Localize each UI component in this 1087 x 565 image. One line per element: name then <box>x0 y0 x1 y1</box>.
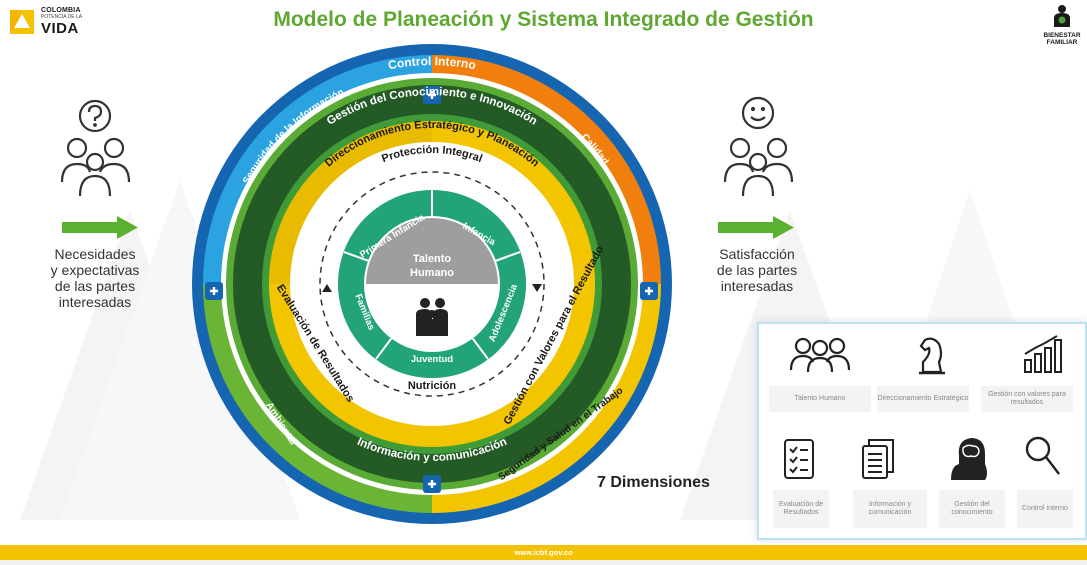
dimension-label-direccionamiento: Direccionamiento Estratégico <box>877 386 969 412</box>
dimensions-panel: Talento Humano Direccionamiento Estratég… <box>757 322 1087 540</box>
dimensions-title: 7 Dimensiones <box>597 474 710 491</box>
control-interno-label: Control Interno <box>387 54 477 72</box>
colombia-logo-mark-icon <box>10 9 34 34</box>
juventud-label: Juventud <box>411 354 453 365</box>
right-arrow-icon <box>718 216 794 239</box>
icbf-family-icon <box>1054 5 1070 27</box>
footer-bottom-line <box>0 560 1087 565</box>
dimension-label-control-interno: Control interno <box>1017 490 1073 528</box>
dimension-label-evaluacion: Evaluación de Resultados <box>773 490 829 528</box>
page-title: Modelo de Planeación y Sistema Integrado… <box>273 8 814 31</box>
icbf-logo: BIENESTAR FAMILIAR <box>1040 4 1084 47</box>
family-icon <box>416 298 448 336</box>
chess-knight-icon <box>919 337 945 375</box>
left-arrow-icon <box>62 216 138 239</box>
logo-right-line1: BIENESTAR <box>1043 32 1081 39</box>
logo-right-line2: FAMILIAR <box>1046 38 1078 46</box>
center-label-line2: Humano <box>410 267 454 279</box>
plus-badge-top <box>423 86 441 104</box>
logo-left-line2: POTENCIA DE LA <box>41 14 83 20</box>
right-text-line-2: de las partes <box>716 262 798 278</box>
plus-badge-left <box>205 282 223 300</box>
right-people-smile-icon <box>723 96 794 197</box>
left-text-line-4: interesadas <box>58 294 132 310</box>
checklist-icon <box>784 439 814 479</box>
dimension-label-gestion-valores: Gestión con valores para resultados <box>981 386 1073 412</box>
dimension-label-informacion: Información y comunicación <box>853 490 927 528</box>
plus-badge-bottom <box>423 475 441 493</box>
cycle-dashed-circle <box>319 171 545 397</box>
magnifier-icon <box>1025 436 1060 475</box>
left-text-line-2: y expectativas <box>50 262 140 278</box>
footer-bar <box>0 545 1087 560</box>
people-group-icon <box>789 337 851 373</box>
right-satisfaction-text: Satisfacción de las partes interesadas <box>692 246 822 294</box>
logo-left-line1: COLOMBIA <box>41 7 81 14</box>
left-people-question-icon <box>60 99 131 197</box>
bar-chart-icon <box>1024 335 1062 373</box>
cycle-arrow-left-icon <box>322 284 332 292</box>
logo-left-line3: VIDA <box>41 20 79 37</box>
footer-url[interactable]: www.icbf.gov.co <box>514 548 573 557</box>
dimension-label-gestion-conocimiento: Gestión del conocimiento <box>939 490 1005 528</box>
left-text-line-1: Necesidades <box>54 246 136 262</box>
right-text-line-3: interesadas <box>720 278 794 294</box>
head-brain-icon <box>951 438 987 480</box>
left-text-line-3: de las partes <box>54 278 136 294</box>
colombia-logo: COLOMBIA POTENCIA DE LA VIDA <box>8 7 82 36</box>
plus-badge-right <box>640 282 658 300</box>
document-stack-icon <box>862 439 894 479</box>
nutricion-label: Nutrición <box>408 380 457 392</box>
dimension-label-talento-humano: Talento Humano <box>769 386 871 412</box>
center-talento-humano-bg <box>366 218 498 284</box>
left-needs-text: Necesidades y expectativas de las partes… <box>30 246 160 310</box>
cycle-arrow-right-icon <box>532 284 542 292</box>
right-text-line-1: Satisfacción <box>719 246 795 262</box>
center-label-line1: Talento <box>413 253 452 265</box>
